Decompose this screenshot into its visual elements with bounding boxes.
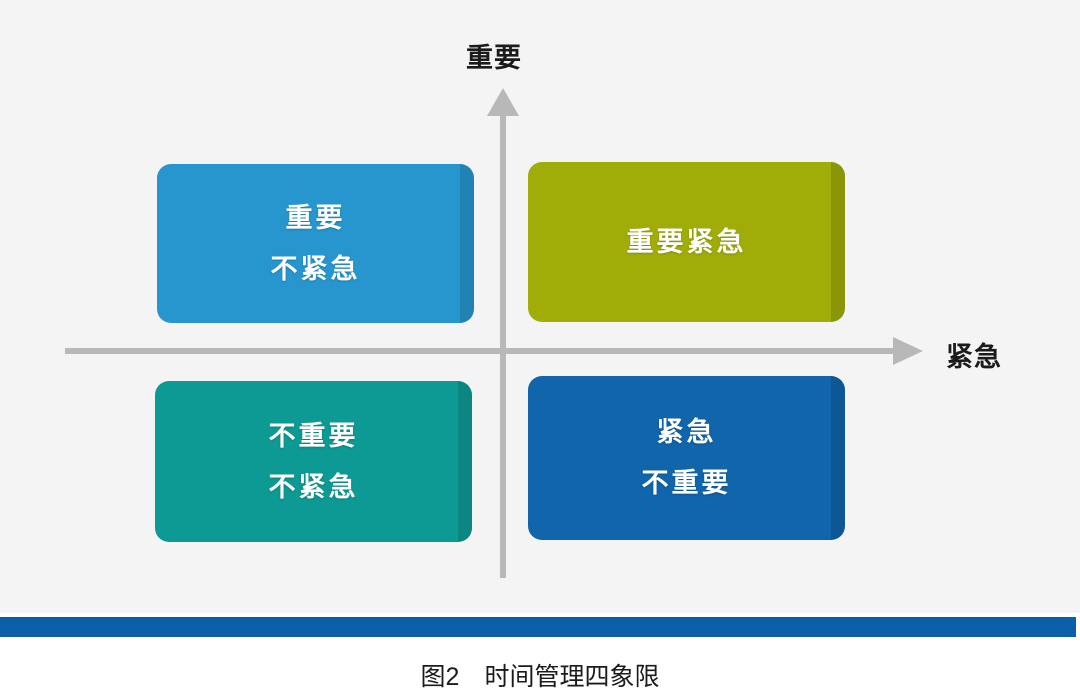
quadrant-label-line: 不紧急 <box>270 253 361 284</box>
vertical-axis-line <box>500 112 506 578</box>
quadrant-3d-edge <box>458 381 472 542</box>
quadrant-label-line: 重要紧急 <box>626 226 747 257</box>
time-management-quadrant-diagram: 重要 紧急 重要 不紧急 重要紧急 不重要 不紧急 紧急 不重要 <box>0 0 1080 613</box>
figure-caption: 图2 时间管理四象限 <box>420 663 660 691</box>
arrow-right-icon <box>893 337 923 365</box>
footer-divider <box>0 617 1076 637</box>
quadrant-3d-edge <box>460 164 474 323</box>
horizontal-axis-label: 紧急 <box>946 342 1002 372</box>
quadrant-label-line: 不紧急 <box>268 471 359 502</box>
quadrant-label-line: 不重要 <box>268 420 359 451</box>
quadrant-not-important-not-urgent[interactable]: 不重要 不紧急 <box>155 381 481 542</box>
quadrant-3d-edge <box>831 376 845 540</box>
horizontal-axis-line <box>65 348 895 354</box>
vertical-axis-label: 重要 <box>466 43 522 73</box>
quadrant-important-not-urgent[interactable]: 重要 不紧急 <box>157 164 483 323</box>
quadrant-3d-edge <box>831 162 845 322</box>
quadrant-label-line: 不重要 <box>641 468 732 498</box>
quadrant-urgent-not-important[interactable]: 紧急 不重要 <box>528 376 854 540</box>
quadrant-label-line: 紧急 <box>656 417 717 447</box>
quadrant-label-line: 重要 <box>285 202 346 233</box>
quadrant-important-urgent[interactable]: 重要紧急 <box>528 162 854 322</box>
arrow-up-icon <box>487 88 519 116</box>
